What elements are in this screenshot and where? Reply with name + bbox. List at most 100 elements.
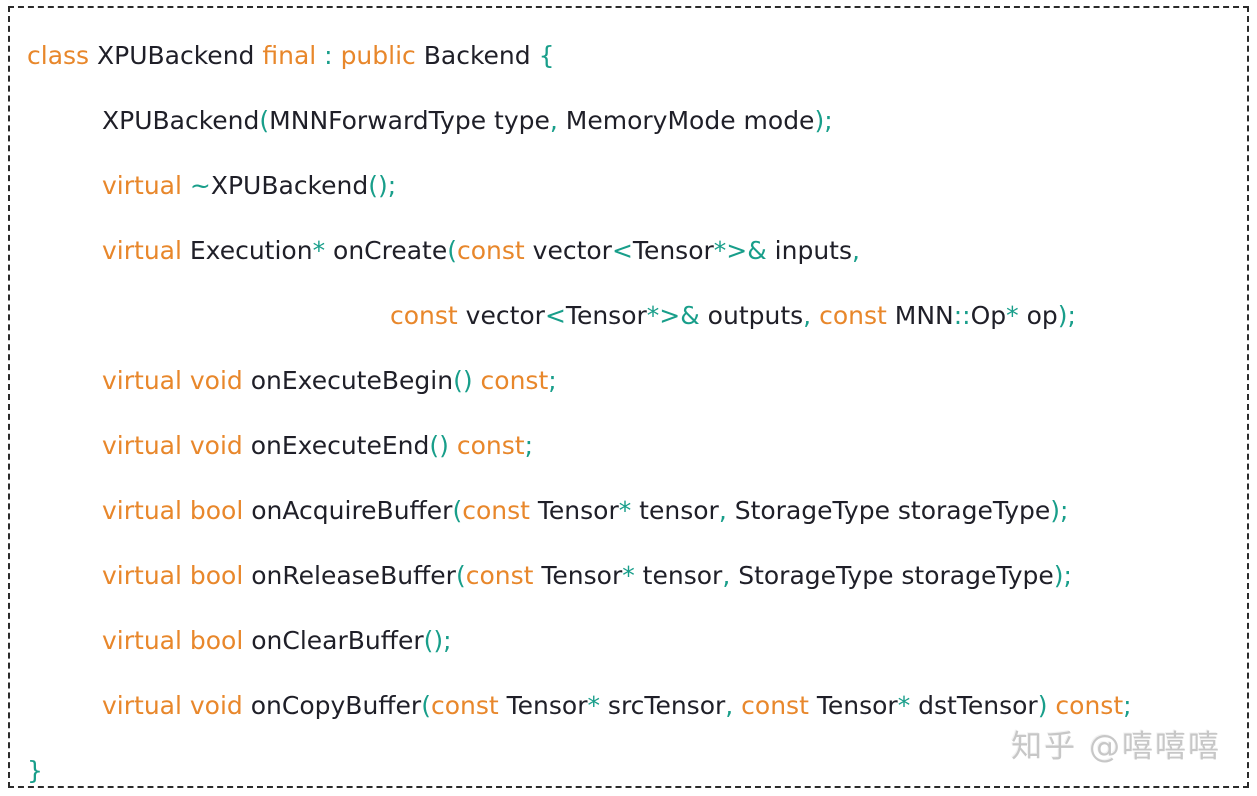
code-line: virtual Execution* onCreate(const vector… xyxy=(20,218,1237,283)
code-token xyxy=(182,366,190,395)
code-token: (); xyxy=(423,626,452,655)
code-token: < xyxy=(611,236,633,265)
code-token xyxy=(182,691,190,720)
code-token: * xyxy=(622,561,635,590)
code-token: :: xyxy=(953,301,971,330)
code-token: ) xyxy=(1037,691,1048,720)
code-token xyxy=(182,496,190,525)
code-token: } xyxy=(27,756,43,785)
code-line: virtual void onExecuteBegin() const; xyxy=(20,348,1237,413)
code-token: void xyxy=(189,431,243,460)
code-token: dstTensor xyxy=(910,691,1038,720)
code-token: onExecuteBegin xyxy=(242,366,454,395)
code-token: virtual xyxy=(102,171,182,200)
code-token: const xyxy=(1055,691,1124,720)
code-token: onAcquireBuffer xyxy=(243,496,453,525)
code-token: ~ xyxy=(189,171,211,200)
code-token xyxy=(811,301,819,330)
code-token: , xyxy=(722,561,731,590)
code-token: virtual xyxy=(102,366,182,395)
code-line: virtual bool onAcquireBuffer(const Tenso… xyxy=(20,478,1237,543)
code-token: * xyxy=(618,496,632,525)
code-token: XPUBackend xyxy=(89,41,263,70)
code-token: ( xyxy=(447,236,457,265)
code-token: const xyxy=(390,301,458,330)
code-token: , xyxy=(725,691,734,720)
code-token: virtual xyxy=(102,236,182,265)
code-token xyxy=(182,626,190,655)
code-token: ); xyxy=(1057,301,1076,330)
code-token: ; xyxy=(524,431,533,460)
code-token: Tensor xyxy=(498,691,588,720)
code-token: XPUBackend xyxy=(210,171,369,200)
code-token: ( xyxy=(452,496,463,525)
code-token: Tensor xyxy=(632,236,714,265)
code-token: void xyxy=(189,691,243,720)
code-token: onReleaseBuffer xyxy=(243,561,456,590)
code-line: virtual void onExecuteEnd() const; xyxy=(20,413,1237,478)
code-token: , xyxy=(803,301,812,330)
code-token: () xyxy=(429,431,449,460)
code-line: XPUBackend(MNNForwardType type, MemoryMo… xyxy=(20,88,1237,153)
code-token xyxy=(733,691,741,720)
code-token: op xyxy=(1018,301,1058,330)
code-token: * xyxy=(587,691,600,720)
code-token: const xyxy=(741,691,809,720)
code-token: ( xyxy=(421,691,431,720)
code-token: * xyxy=(1006,301,1019,330)
code-block: class XPUBackend final : public Backend … xyxy=(20,18,1237,796)
code-token: onClearBuffer xyxy=(243,626,424,655)
code-token: Tensor xyxy=(529,496,619,525)
dashed-border-frame: class XPUBackend final : public Backend … xyxy=(8,6,1249,788)
code-token: ); xyxy=(814,106,833,135)
code-token: final xyxy=(262,41,317,70)
code-token: const xyxy=(456,431,525,460)
code-line: class XPUBackend final : public Backend … xyxy=(20,23,1237,88)
code-token: Tensor xyxy=(808,691,898,720)
code-token: MNNForwardType type xyxy=(269,106,550,135)
code-token: *>& xyxy=(646,301,700,330)
code-token: vector xyxy=(457,301,545,330)
code-token: Backend xyxy=(415,41,539,70)
code-line: virtual void onCopyBuffer(const Tensor* … xyxy=(20,673,1237,738)
code-token: * xyxy=(312,236,326,265)
code-token: StorageType storageType xyxy=(730,561,1054,590)
code-token: XPUBackend xyxy=(102,106,260,135)
code-token: : xyxy=(324,41,333,70)
code-token: outputs xyxy=(699,301,804,330)
code-line: virtual bool onClearBuffer(); xyxy=(20,608,1237,673)
code-token: MemoryMode mode xyxy=(557,106,815,135)
code-token: ; xyxy=(1123,691,1132,720)
code-token: Op xyxy=(970,301,1007,330)
code-token: virtual xyxy=(102,496,182,525)
code-token: ); xyxy=(1050,496,1069,525)
code-token: srcTensor xyxy=(599,691,726,720)
code-token: const xyxy=(462,496,530,525)
code-token: const xyxy=(465,561,534,590)
code-token: const xyxy=(457,236,525,265)
code-token xyxy=(182,171,190,200)
code-token: *>& xyxy=(713,236,767,265)
code-token: ); xyxy=(1053,561,1072,590)
code-token: onExecuteEnd xyxy=(242,431,430,460)
code-token: Tensor xyxy=(533,561,623,590)
code-token xyxy=(449,431,457,460)
code-token: Tensor xyxy=(565,301,647,330)
code-line: virtual ~XPUBackend(); xyxy=(20,153,1237,218)
code-token: bool xyxy=(189,561,244,590)
code-line: virtual bool onReleaseBuffer(const Tenso… xyxy=(20,543,1237,608)
code-token: Execution xyxy=(181,236,313,265)
code-token: onCreate xyxy=(325,236,448,265)
code-token: , xyxy=(718,496,727,525)
code-token: StorageType storageType xyxy=(726,496,1051,525)
code-token: bool xyxy=(189,496,244,525)
code-line: } xyxy=(20,738,1237,796)
code-token: (); xyxy=(368,171,397,200)
code-token: virtual xyxy=(102,691,182,720)
code-token: < xyxy=(544,301,566,330)
code-token: tensor xyxy=(634,561,723,590)
code-token xyxy=(333,41,341,70)
code-token: , xyxy=(852,236,860,265)
code-token: class xyxy=(27,41,90,70)
